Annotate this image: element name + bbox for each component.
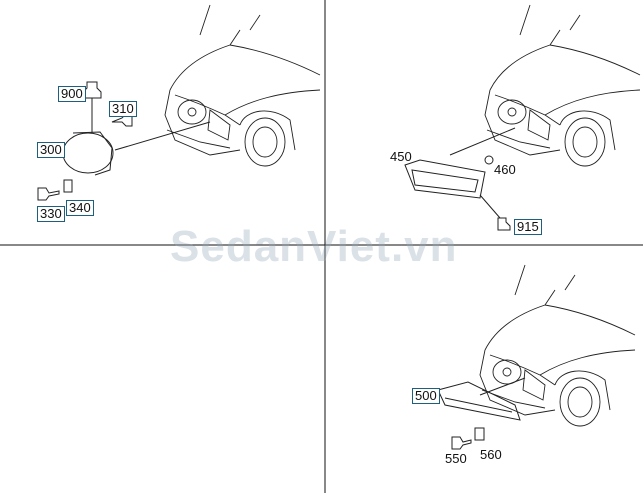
bulb-icon	[111, 113, 133, 127]
part-label-915: 915	[514, 219, 542, 235]
drl-lamp-icon	[404, 159, 486, 199]
vehicle-front-view	[164, 4, 321, 167]
part-label-450: 450	[390, 149, 412, 164]
fog-lamp-icon	[62, 131, 114, 176]
connector-icon	[497, 217, 511, 231]
nut-icon	[484, 155, 494, 165]
clip-icon	[63, 179, 73, 193]
watermark: SedanViet.vn	[170, 222, 458, 271]
screw-icon	[37, 187, 60, 201]
leader-line	[114, 121, 211, 151]
vehicle-front-view	[484, 4, 641, 167]
clip-icon	[474, 427, 485, 441]
trim-strip-icon	[437, 381, 521, 421]
part-label-300: 300	[37, 142, 65, 158]
part-label-500: 500	[412, 388, 440, 404]
vehicle-front-view	[479, 264, 636, 427]
part-label-340: 340	[66, 200, 94, 216]
part-label-550: 550	[445, 451, 467, 466]
leader-line	[449, 127, 516, 156]
part-label-560: 560	[480, 447, 502, 462]
part-label-460: 460	[494, 162, 516, 177]
screw-icon	[451, 436, 472, 450]
part-label-330: 330	[37, 206, 65, 222]
leader-line	[479, 377, 526, 396]
part-label-900: 900	[58, 86, 86, 102]
part-label-310: 310	[109, 101, 137, 117]
leader-line	[479, 194, 501, 219]
